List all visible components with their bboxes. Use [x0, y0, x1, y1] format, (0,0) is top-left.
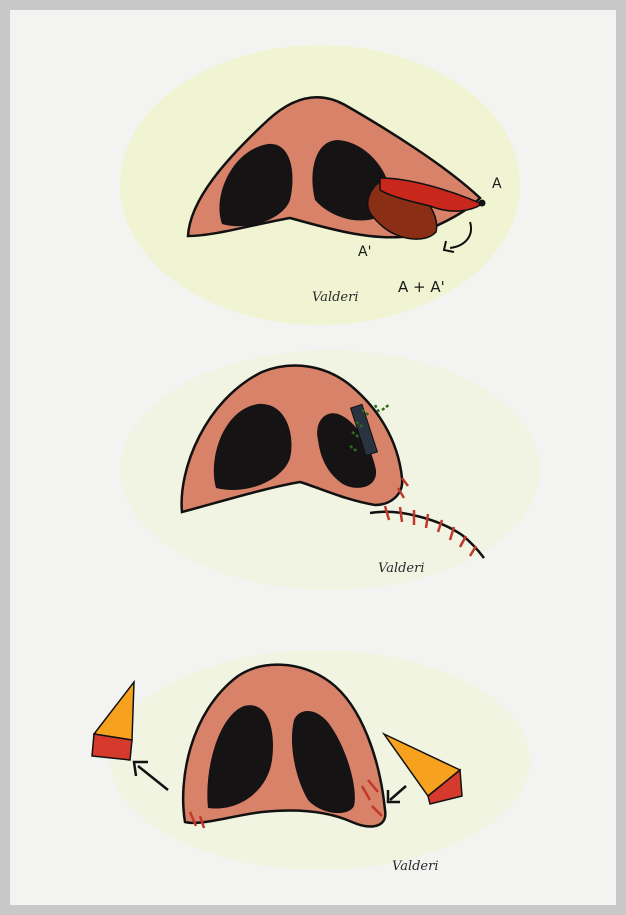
panel-2-signature: Valderi — [378, 561, 425, 576]
panel-3-signature: Valderi — [392, 859, 439, 874]
panel-3: Valderi — [92, 650, 530, 874]
panel-1-label-a-prime: A' — [358, 244, 371, 260]
panel-1-label-a-plus-a-prime: A + A' — [398, 278, 445, 296]
panel-1-point-a — [479, 200, 486, 207]
panel-1-signature: Valderi — [312, 290, 359, 305]
panel-1-label-a: A — [492, 176, 502, 192]
panel-1: A A' A + A' Valderi — [120, 45, 520, 325]
panel-2: Valderi — [120, 350, 540, 590]
panel-3-left-wedge — [92, 682, 134, 760]
